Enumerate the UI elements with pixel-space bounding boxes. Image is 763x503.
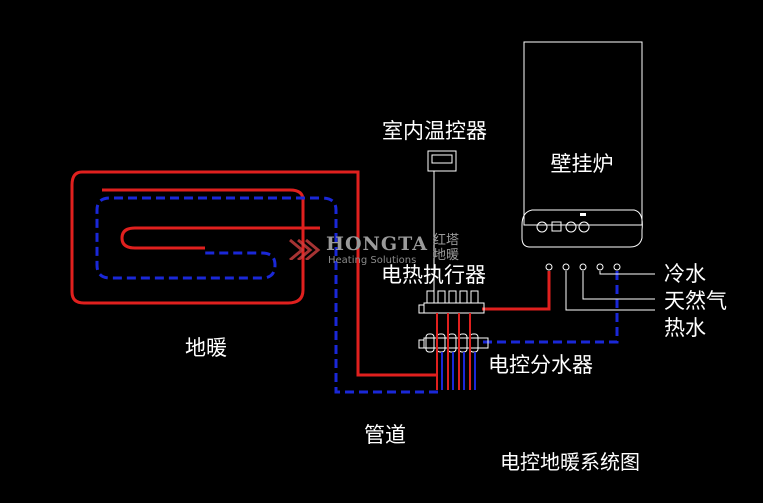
actuator-heads bbox=[426, 290, 479, 304]
manifold-label: 电控分水器 bbox=[488, 353, 593, 377]
manifold-endcap bbox=[418, 304, 425, 314]
supply-pipe-inner-spiral bbox=[120, 226, 320, 250]
thermostat-body bbox=[427, 150, 457, 172]
wall-boiler bbox=[521, 41, 643, 271]
boiler-knob-icon bbox=[578, 221, 590, 233]
boiler-knob-icon bbox=[536, 221, 548, 233]
actuator-label: 电热执行器 bbox=[381, 263, 486, 287]
room-thermostat bbox=[427, 150, 457, 292]
boiler-port bbox=[579, 263, 587, 271]
watermark-subtitle: Heating Solutions bbox=[328, 255, 417, 266]
boiler-return-pipe bbox=[482, 271, 619, 344]
boiler-knob-icon bbox=[565, 221, 577, 233]
thermostat-label: 室内温控器 bbox=[382, 119, 487, 143]
boiler-body bbox=[523, 41, 643, 226]
manifold-assembly bbox=[418, 290, 489, 390]
supply-pipe-outer-loop bbox=[70, 170, 437, 377]
diagram-caption: 电控地暖系统图 bbox=[500, 450, 640, 474]
boiler-port bbox=[545, 263, 553, 271]
boiler-supply-pipe bbox=[482, 271, 551, 311]
pipes-label: 管道 bbox=[364, 423, 406, 447]
cold-water-label: 冷水 bbox=[664, 262, 706, 286]
manifold-endcap bbox=[418, 339, 425, 349]
loop-pipes bbox=[436, 313, 476, 390]
watermark-brand: HONGTA bbox=[326, 233, 428, 255]
boiler-display-icon bbox=[551, 221, 562, 232]
boiler-label: 壁挂炉 bbox=[550, 152, 614, 176]
return-pipe-loop bbox=[95, 196, 438, 394]
boiler-control-panel bbox=[521, 209, 643, 248]
floor-heating-label: 地暖 bbox=[185, 336, 227, 360]
thermostat-screen bbox=[431, 154, 453, 164]
watermark-logo-icon bbox=[289, 238, 321, 260]
hot-water-label: 热水 bbox=[664, 316, 706, 340]
boiler-port bbox=[613, 263, 621, 271]
floor-heating-coil bbox=[70, 170, 438, 394]
port-leader-lines bbox=[565, 271, 655, 311]
natural-gas-label: 天然气 bbox=[664, 289, 727, 313]
boiler-port bbox=[596, 263, 604, 271]
boiler-indicator-icon bbox=[580, 213, 586, 216]
boiler-port bbox=[562, 263, 570, 271]
supply-manifold-bar bbox=[423, 302, 485, 314]
watermark-chinese: 红塔地暖 bbox=[433, 233, 460, 263]
